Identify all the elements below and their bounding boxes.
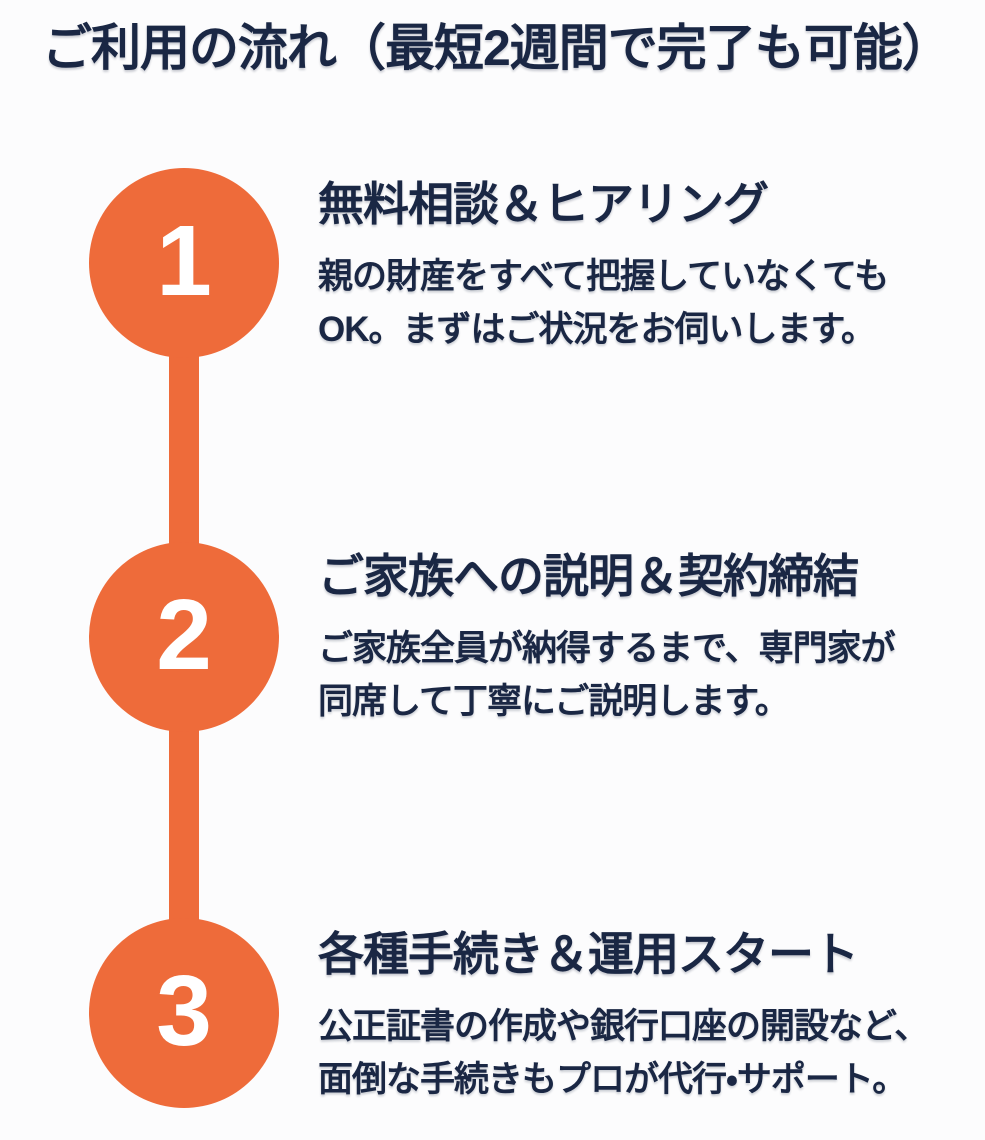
step-3-title: 各種手続き＆運用スタート (318, 928, 859, 980)
step-1-desc-line-2: OK。まずはご状況をお伺いします。 (318, 310, 876, 349)
step-2-text: ご家族への説明＆契約締結 ご家族全員が納得するまで、専門家が 同席して丁寧にご説… (318, 548, 958, 728)
step-2-title: ご家族への説明＆契約締結 (318, 550, 859, 602)
step-1-circle: 1 (89, 168, 279, 358)
page-title: ご利用の流れ（最短2週間で完了も可能） (42, 20, 952, 76)
step-2-circle: 2 (89, 542, 279, 732)
step-1-title: 無料相談＆ヒアリング (318, 178, 769, 230)
step-3-desc-line-2: 面倒な手続きもプロが代行・サポート。 (318, 1060, 907, 1099)
step-2-description: ご家族全員が納得するまで、専門家が 同席して丁寧にご説明します。 (318, 622, 958, 728)
step-1-text: 無料相談＆ヒアリング 親の財産をすべて把握していなくても OK。まずはご状況をお… (318, 176, 958, 356)
step-2-desc-line-1: ご家族全員が納得するまで、専門家が (318, 629, 896, 668)
step-2-number: 2 (156, 579, 212, 691)
step-3-circle: 3 (89, 918, 279, 1108)
step-1-description: 親の財産をすべて把握していなくても OK。まずはご状況をお伺いします。 (318, 250, 958, 356)
step-1-desc-line-1: 親の財産をすべて把握していなくても (318, 257, 889, 296)
step-3-desc-line-1: 公正証書の作成や銀行口座の開設など、 (318, 1007, 929, 1046)
step-1-number: 1 (156, 205, 212, 317)
step-2-desc-line-2: 同席して丁寧にご説明します。 (318, 682, 790, 721)
step-3-number: 3 (156, 955, 212, 1067)
step-3-text: 各種手続き＆運用スタート 公正証書の作成や銀行口座の開設など、 面倒な手続きもプ… (318, 926, 958, 1106)
step-3-description: 公正証書の作成や銀行口座の開設など、 面倒な手続きもプロが代行・サポート。 (318, 1000, 958, 1106)
